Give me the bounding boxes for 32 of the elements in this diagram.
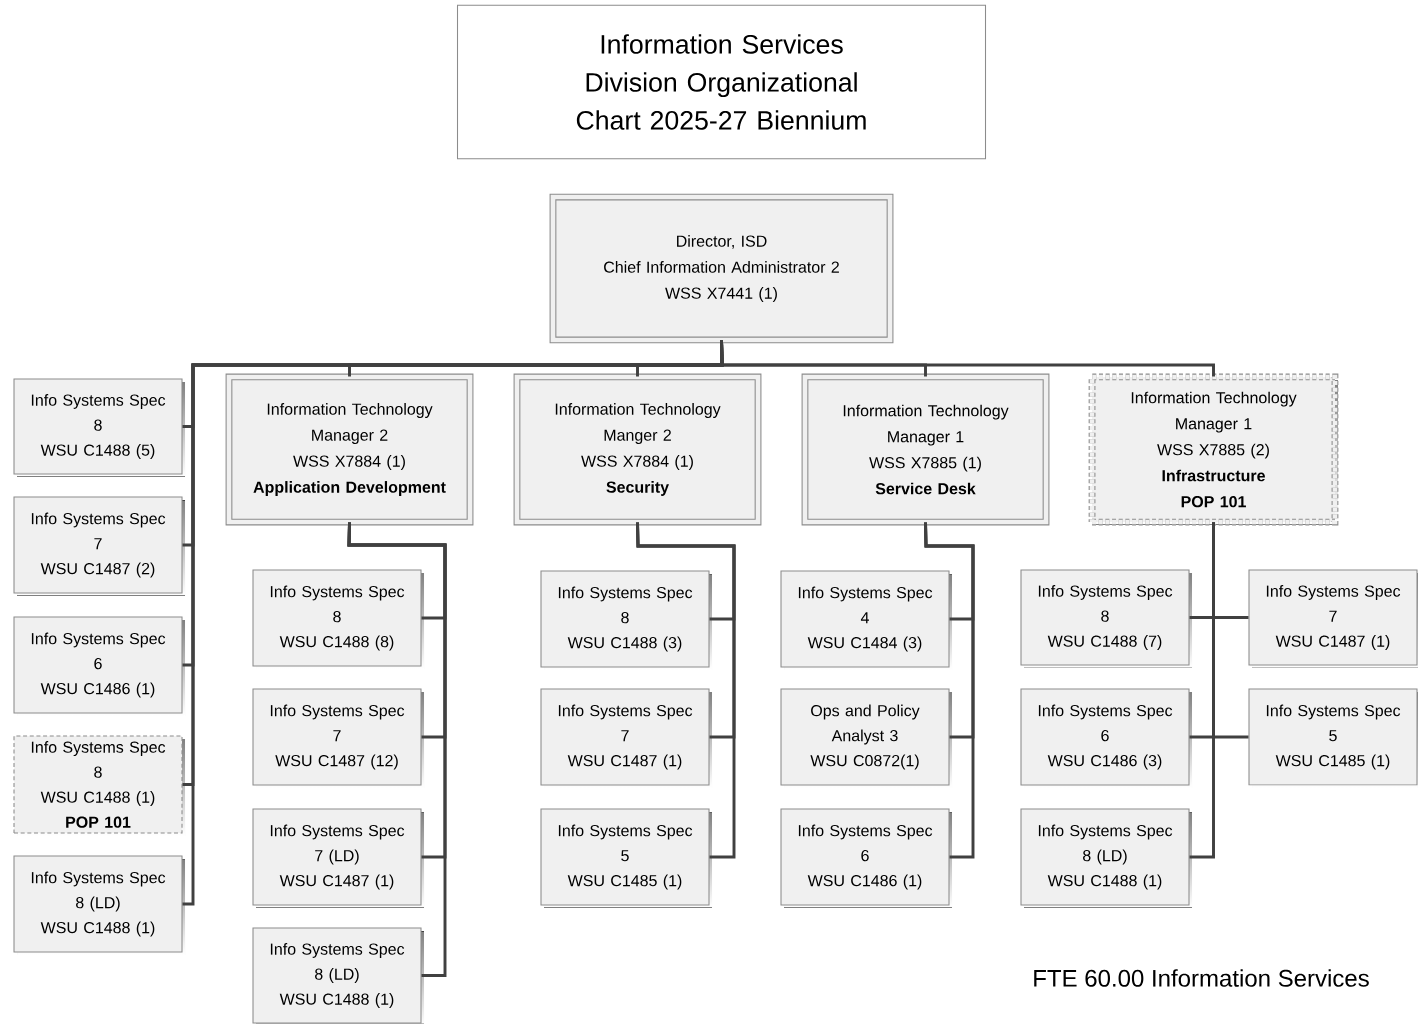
title-box: Information Services Division Organizational Chart 2025-27 Biennium <box>456 4 987 160</box>
manager-box: Information Technology Manager 1 WSS X7885 (1) Service Desk <box>801 373 1050 526</box>
position-box: Info Systems Spec 8 (LD) WSU C1488 (1) <box>1020 808 1192 908</box>
connector-line <box>182 340 724 906</box>
connector-line <box>924 522 975 859</box>
note-text: FTE 60.00 Information Services <box>1034 969 1369 987</box>
position-box: Info Systems Spec 5 WSU C1485 (1) <box>1248 688 1418 788</box>
position-box: Info Systems Spec 4 WSU C1484 (3) <box>780 570 952 670</box>
manager-box: Director, ISD Chief Information Administrator 2 WSS X7441 (1) <box>549 193 894 344</box>
position-box: Info Systems Spec 8 WSU C1488 (1) POP 101 <box>13 735 185 836</box>
position-box: Info Systems Spec 6 WSU C1486 (1) <box>13 616 185 716</box>
position-box: Info Systems Spec 8 (LD) WSU C1488 (1) <box>13 855 185 955</box>
position-box: Info Systems Spec 7 WSU C1487 (12) <box>252 688 424 788</box>
position-box: Info Systems Spec 7 WSU C1487 (2) <box>13 496 185 596</box>
connector-line <box>636 522 736 859</box>
position-box: Info Systems Spec 5 WSU C1485 (1) <box>540 808 712 908</box>
position-box: Info Systems Spec 6 WSU C1486 (3) <box>1020 688 1192 788</box>
manager-box: Information Technology Manger 2 WSS X7884 (1) Security <box>513 373 762 526</box>
position-box: Info Systems Spec 8 WSU C1488 (5) <box>13 378 185 477</box>
position-box: Info Systems Spec 8 (LD) WSU C1488 (1) <box>252 927 424 1024</box>
position-box: Info Systems Spec 7 WSU C1487 (1) <box>1248 569 1418 668</box>
manager-box: Information Technology Manager 1 WSS X7885 (2) Infrastructure POP 101 <box>1088 373 1339 526</box>
position-box: Info Systems Spec 8 WSU C1488 (7) <box>1020 569 1192 668</box>
manager-box: Information Technology Manager 2 WSS X7884 (1) Application Development <box>225 373 474 526</box>
connector-line <box>347 522 447 977</box>
position-box: Info Systems Spec 8 WSU C1488 (3) <box>540 570 712 670</box>
position-box: Info Systems Spec 7 WSU C1487 (1) <box>540 688 712 788</box>
position-box: Info Systems Spec 8 WSU C1488 (8) <box>252 569 424 669</box>
position-box: Info Systems Spec 7 (LD) WSU C1487 (1) <box>252 808 424 908</box>
position-box: Info Systems Spec 6 WSU C1486 (1) <box>780 808 952 908</box>
position-box: Ops and Policy Analyst 3 WSU C0872(1) <box>780 688 952 788</box>
connector-line <box>1189 522 1215 859</box>
